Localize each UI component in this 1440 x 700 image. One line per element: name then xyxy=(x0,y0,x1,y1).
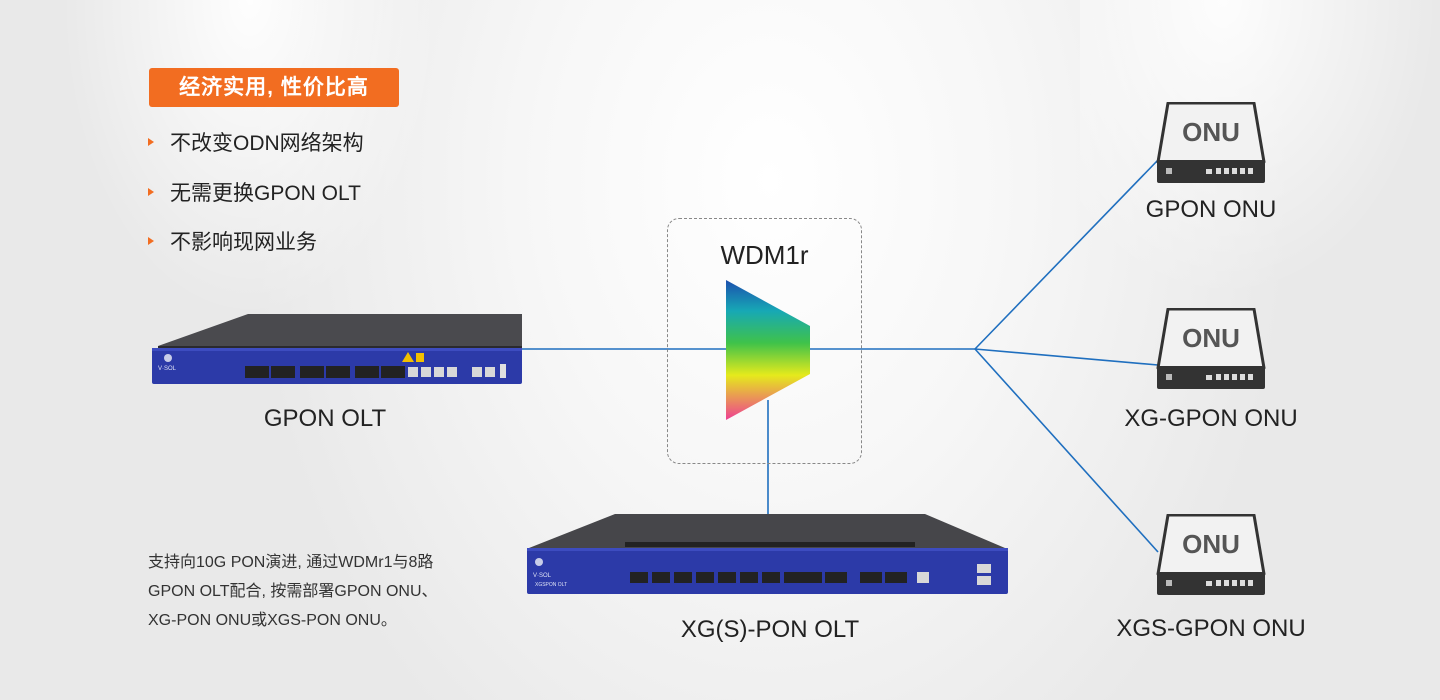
feature-item: 无需更换GPON OLT xyxy=(148,177,361,207)
link-xgs-onu xyxy=(974,348,1159,553)
xgs-olt-device-icon: V·SOL XGSPON OLT xyxy=(527,514,1008,594)
feature-text: 不改变ODN网络架构 xyxy=(170,132,364,155)
bullet-triangle-icon xyxy=(148,237,154,245)
gpon-onu-label: GPON ONU xyxy=(1145,196,1277,223)
bullet-triangle-icon xyxy=(148,138,154,146)
onu-router-icon xyxy=(1156,308,1266,389)
xgs-gpon-onu-label: XGS-GPON ONU xyxy=(1116,615,1306,642)
svg-text:XGSPON OLT: XGSPON OLT xyxy=(535,582,567,588)
link-xg-onu xyxy=(974,348,1159,366)
feature-text: 不影响现网业务 xyxy=(170,231,317,254)
wdm-prism-icon xyxy=(726,280,810,420)
xgs-olt-label: XG(S)-PON OLT xyxy=(680,616,860,643)
bullet-triangle-icon xyxy=(148,188,154,196)
wdm-dashed-frame xyxy=(667,218,862,464)
description-line: GPON OLT配合, 按需部署GPON ONU、 xyxy=(148,583,438,600)
onu-router-icon xyxy=(1156,514,1266,595)
link-gpon-onu xyxy=(974,159,1159,350)
svg-text:V·SOL: V·SOL xyxy=(158,366,177,372)
description: 支持向10G PON演进, 通过WDMr1与8路 GPON OLT配合, 按需部… xyxy=(148,548,488,635)
onu-icon-text: ONU xyxy=(1182,117,1240,147)
gpon-olt-device-icon: V·SOL xyxy=(152,314,522,384)
feature-item: 不改变ODN网络架构 xyxy=(148,127,364,157)
onu-icon-text: ONU xyxy=(1182,529,1240,559)
highlight-badge: 经济实用, 性价比高 xyxy=(149,68,399,107)
onu-icon-text: ONU xyxy=(1182,323,1240,353)
feature-item: 不影响现网业务 xyxy=(148,226,317,256)
feature-text: 无需更换GPON OLT xyxy=(170,182,361,205)
description-line: 支持向10G PON演进, 通过WDMr1与8路 xyxy=(148,554,434,571)
wdm-label: WDM1r xyxy=(720,240,809,270)
svg-text:V·SOL: V·SOL xyxy=(533,573,552,579)
onu-router-icon xyxy=(1156,102,1266,183)
spotlight-left xyxy=(60,0,440,320)
xg-gpon-onu-label: XG-GPON ONU xyxy=(1124,405,1298,432)
description-line: XG-PON ONU或XGS-PON ONU。 xyxy=(148,612,397,629)
gpon-olt-label: GPON OLT xyxy=(263,405,387,432)
